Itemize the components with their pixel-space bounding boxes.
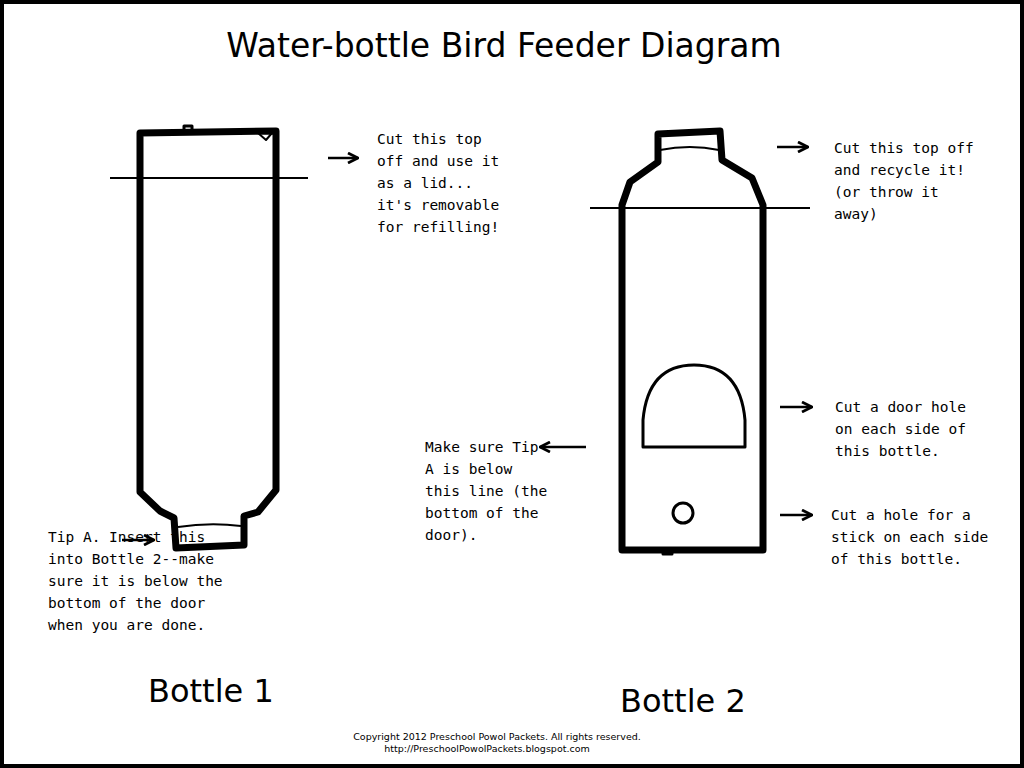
bottle-1-drawing [140, 126, 276, 548]
part-name: Bottle 2 [620, 682, 746, 720]
instruction-note: Make sure Tip A is below this line (the … [425, 436, 547, 546]
instruction-note: Cut this top off and use it as a lid... … [377, 128, 508, 238]
arrow [780, 514, 812, 517]
diagram-title: Water-bottle Bird Feeder Diagram [226, 26, 781, 66]
bottle-2-drawing [622, 131, 763, 554]
instruction-note: Tip A. Insert this into Bottle 2--make s… [48, 526, 223, 636]
cut-line [590, 207, 810, 209]
url-note: http://PreschoolPowolPackets.blogspot.co… [384, 742, 589, 755]
arrow [540, 446, 586, 449]
cut-line [110, 177, 308, 179]
door-hole [643, 365, 745, 447]
stick-hole [673, 503, 693, 523]
part-name: Bottle 1 [148, 672, 274, 710]
instruction-note: Cut this top off and recycle it! (or thr… [834, 137, 974, 225]
instruction-note: Cut a door hole on each side of this bot… [835, 396, 966, 462]
arrow [328, 157, 358, 160]
instruction-note: Cut a hole for a stick on each side of t… [831, 504, 1006, 570]
arrow [780, 406, 812, 409]
copyright-note: Copyright 2012 Preschool Powol Packets. … [353, 730, 641, 743]
arrow [777, 146, 808, 149]
